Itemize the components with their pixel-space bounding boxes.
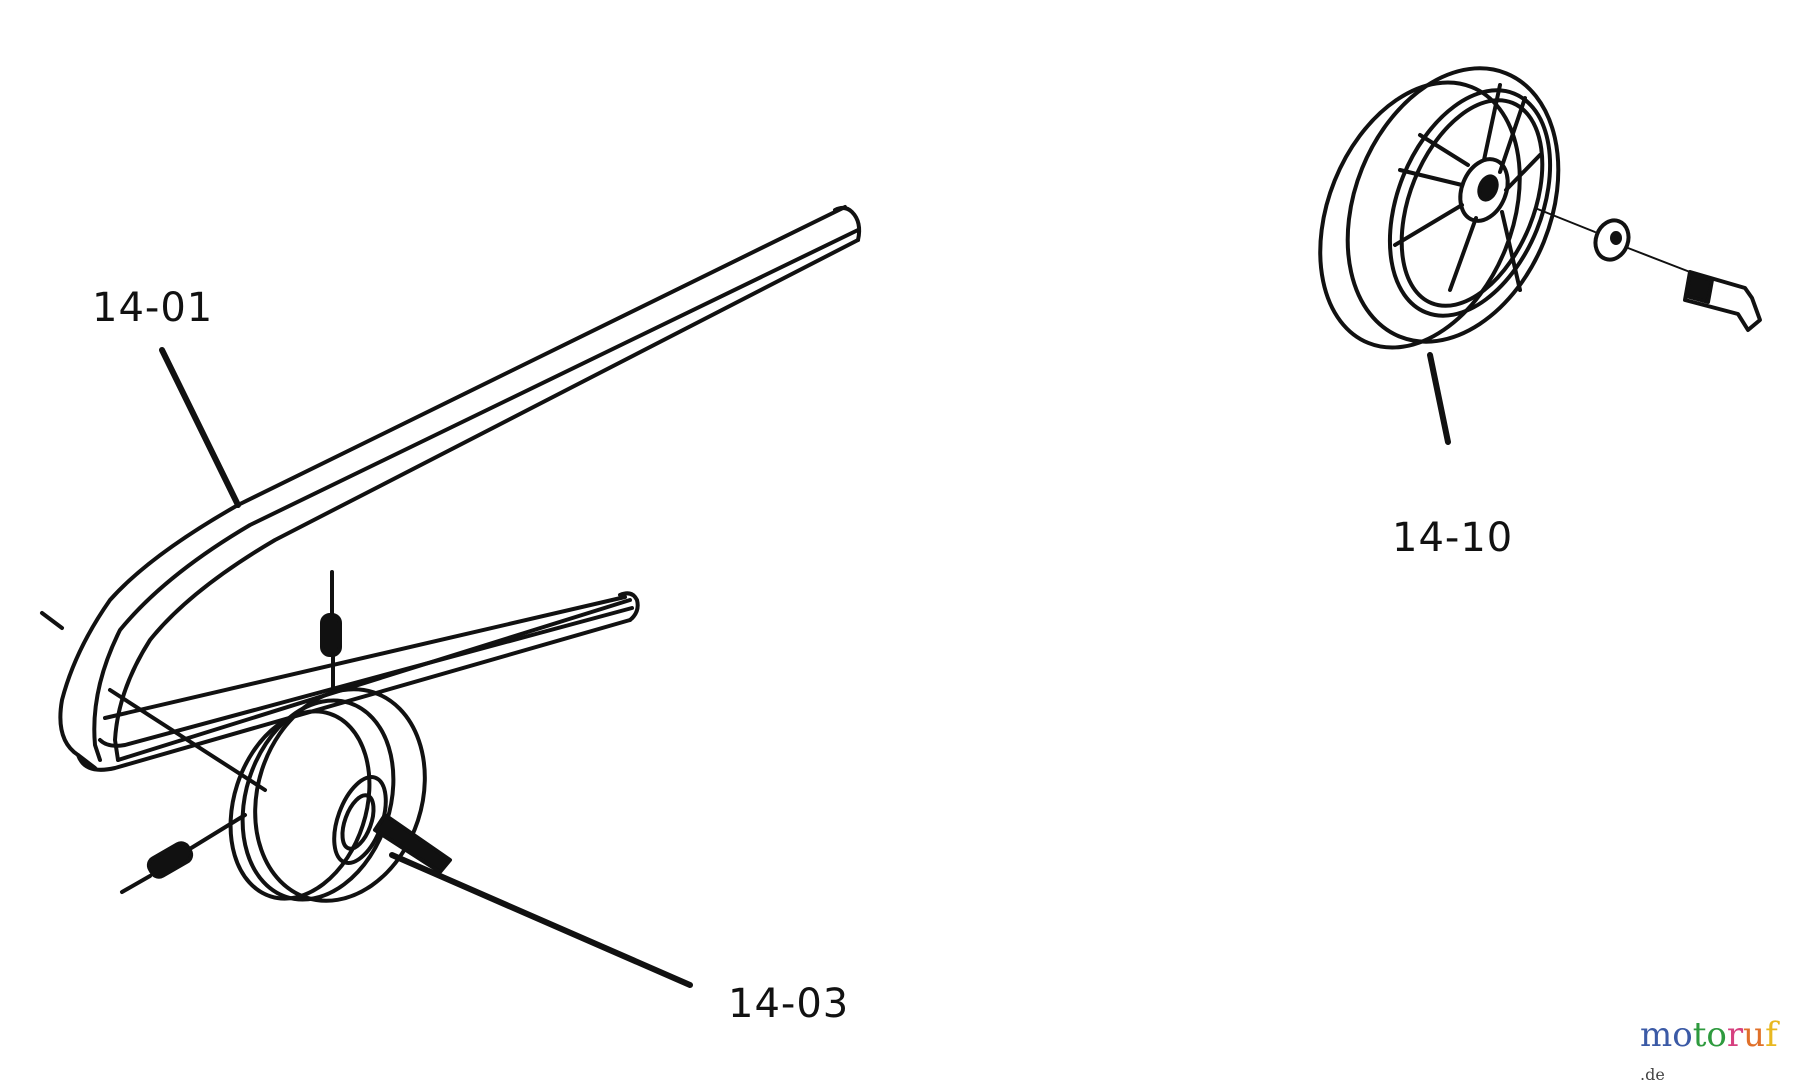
leader-line-14-03: [389, 852, 693, 988]
watermark-letter: m: [1640, 1015, 1673, 1055]
idler-pulley: [120, 687, 452, 903]
v-belt: [58, 205, 862, 772]
watermark-logo: motoruf .de: [1640, 1018, 1800, 1086]
watermark-letter: u: [1743, 1015, 1766, 1055]
watermark-letter: r: [1726, 1015, 1744, 1055]
spoked-pulley: [1318, 66, 1762, 445]
part-label-14-03[interactable]: 14-03: [728, 981, 850, 1027]
watermark-letter: o: [1706, 1015, 1727, 1055]
spring-upper: [320, 570, 342, 690]
part-label-14-10[interactable]: 14-10: [1392, 515, 1514, 561]
parts-diagram: [40, 66, 1762, 988]
watermark-tld: .de: [1640, 1065, 1665, 1084]
axle-line: [108, 688, 267, 792]
watermark-letter: f: [1765, 1015, 1778, 1055]
leader-line-14-01: [159, 347, 241, 508]
watermark-letter: t: [1692, 1015, 1707, 1055]
watermark-letter: o: [1672, 1015, 1693, 1055]
part-label-14-01[interactable]: 14-01: [92, 285, 214, 331]
shaft-stub: [40, 611, 64, 630]
